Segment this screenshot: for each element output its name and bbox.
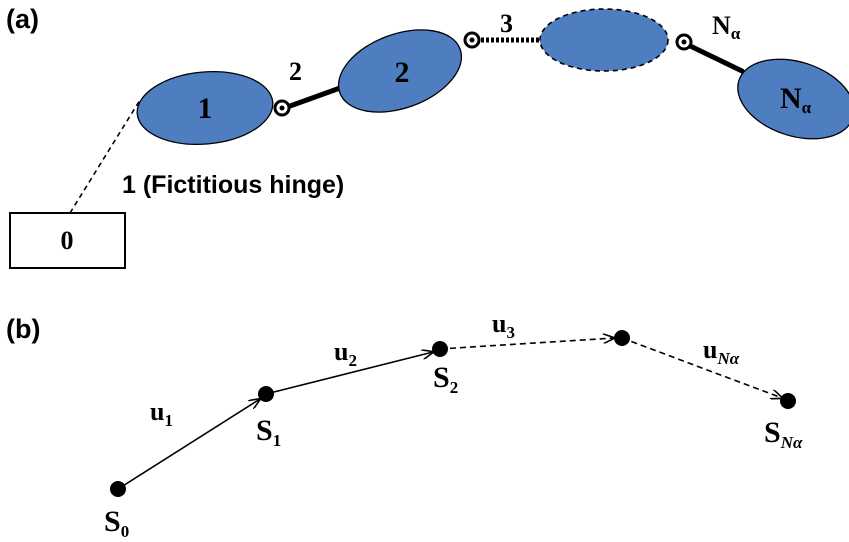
hinge-3-label: 3 <box>500 9 513 38</box>
vector-un-label: uNα <box>703 335 740 368</box>
point-sn-label: SNα <box>764 416 803 452</box>
vector-u2-label: u2 <box>334 337 357 370</box>
vector-u3 <box>439 338 614 350</box>
point-s1-label: S1 <box>256 414 281 450</box>
point-s1 <box>258 386 274 402</box>
body-1: 1 <box>136 71 274 145</box>
point-s2-label: S2 <box>433 361 458 397</box>
body-1-label: 1 <box>198 92 213 125</box>
body-2-shape <box>337 29 463 113</box>
hinge-3-pin-icon <box>469 37 475 43</box>
fictitious-hinge-link <box>69 99 141 214</box>
base-body: 0 <box>9 212 126 269</box>
body-1-shape <box>136 71 274 145</box>
hinge-2-joint <box>273 99 291 117</box>
vector-u3-label: u3 <box>492 309 515 342</box>
fictitious-hinge-label: 1 (Fictitious hinge) <box>122 171 344 199</box>
body-n-label: Nα <box>780 82 812 117</box>
point-s2 <box>432 341 448 357</box>
body-3-shape <box>539 8 669 72</box>
point-s0-label: S0 <box>104 505 129 541</box>
hinge-n-pin-icon <box>681 39 687 45</box>
point-s0 <box>110 481 126 497</box>
vector-u2 <box>265 352 433 395</box>
point-sn <box>780 393 796 409</box>
hinge-n-joint <box>675 33 693 51</box>
vector-u1 <box>117 399 260 490</box>
point-s3 <box>614 330 630 346</box>
body-n: Nα <box>737 58 849 140</box>
body-n-shape <box>737 58 849 140</box>
hinge-2-label: 2 <box>289 57 302 86</box>
panel-b-label: (b) <box>6 314 40 344</box>
base-box <box>9 212 126 269</box>
base-label: 0 <box>61 226 74 255</box>
body-3 <box>539 8 669 72</box>
vector-u1-label: u1 <box>150 397 173 430</box>
rod-3-n <box>681 40 745 74</box>
panel-a-label: (a) <box>6 4 39 34</box>
hinge-3-joint <box>463 31 481 49</box>
body-2: 2 <box>337 29 463 113</box>
vector-un <box>621 337 782 398</box>
hinge-n-label: Nα <box>712 11 741 43</box>
hinge-2-pin-icon <box>279 105 285 111</box>
body-2-label: 2 <box>395 56 410 89</box>
